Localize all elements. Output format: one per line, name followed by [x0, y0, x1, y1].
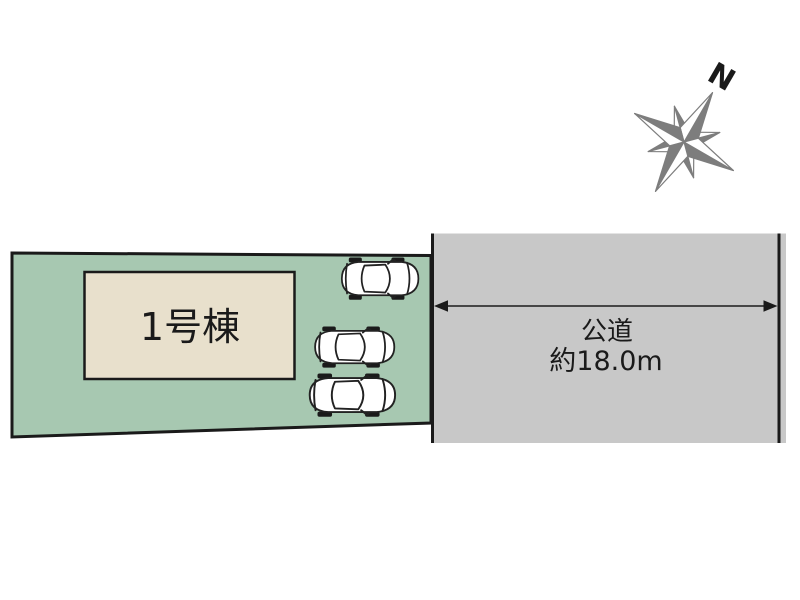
road-name-label: 公道	[581, 317, 633, 347]
car-icon	[340, 256, 420, 301]
compass-point	[683, 137, 734, 172]
building-1-label: 1号棟	[140, 305, 240, 349]
compass-rose-icon: N	[634, 56, 741, 192]
compass-point	[634, 112, 685, 147]
arrow-left-head-icon	[434, 300, 448, 312]
compass-point	[654, 141, 689, 192]
road-area: 公道 約18.0m	[431, 233, 786, 443]
arrow-right-head-icon	[763, 300, 778, 312]
car-icon	[308, 372, 397, 418]
road-width-arrow	[434, 300, 778, 312]
road-surface	[431, 233, 786, 443]
building-1	[83, 270, 296, 381]
compass-north-label: N	[702, 56, 741, 99]
road-width-label: 約18.0m	[549, 346, 662, 377]
car-icon	[314, 325, 396, 369]
